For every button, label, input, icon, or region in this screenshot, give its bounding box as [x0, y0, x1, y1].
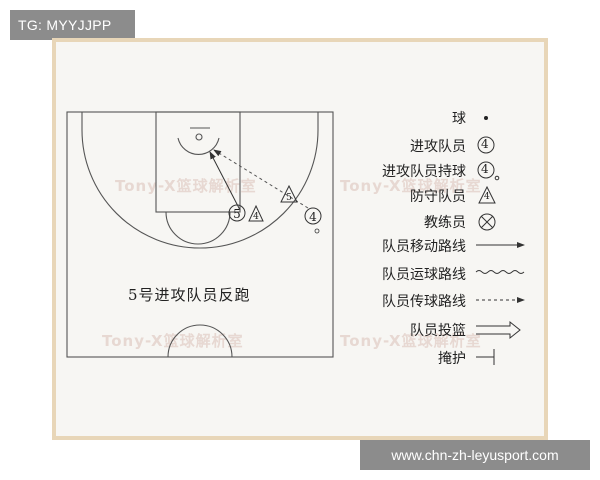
legend-attacker-ball-icon [477, 161, 495, 179]
legend-shot-label: 队员投篮 [410, 323, 466, 339]
legend-pass-label: 队员传球路线 [382, 294, 466, 310]
legend-dribble-label: 队员运球路线 [382, 267, 466, 283]
legend-defender-label: 防守队员 [410, 189, 466, 205]
legend-shot-arrow [476, 320, 521, 340]
legend-coach-cross [480, 215, 494, 229]
pass-path [213, 149, 309, 209]
legend-attacker-with-ball-label: 进攻队员持球 [382, 164, 466, 180]
legend-defender-symbol: 4 [484, 192, 490, 202]
attacker-4-number: 4 [309, 210, 317, 224]
defender-5-number: 4 [253, 212, 259, 222]
free-throw-circle [165, 211, 231, 245]
three-point-line [81, 112, 319, 249]
legend-coach-label: 教练员 [424, 215, 466, 231]
watermark: Tony-X篮球解析室 [115, 177, 257, 195]
paint-area [155, 111, 241, 213]
legend-ball-icon [484, 116, 488, 120]
legend-attacker-label: 进攻队员 [410, 136, 466, 156]
court-boundary [66, 111, 334, 358]
legend-attacker-text: 进攻队员 [410, 139, 466, 155]
attacker-4-marker [304, 207, 322, 225]
website-tag: www.chn-zh-leyusport.com [360, 440, 590, 470]
defender-5-marker [248, 204, 264, 222]
legend-coach-icon [478, 213, 496, 231]
legend-attacker-ball-symbol: 4 [481, 162, 489, 176]
legend-attacker-symbol: 4 [481, 137, 489, 151]
channel-tag: TG: MYYJJPP [10, 10, 135, 40]
legend-dribble-line [475, 270, 525, 274]
legend-defender-icon [478, 185, 496, 204]
legend-attacker-icon [477, 136, 495, 154]
attacker-5-number: 5 [233, 207, 241, 221]
move-path [209, 151, 241, 211]
legend-attacker-ball-dot [494, 175, 500, 181]
restricted-arc [177, 137, 220, 155]
legend-ball-label: 球 [452, 111, 466, 127]
defender-4-number: 5 [286, 193, 292, 203]
legend-screen-label: 掩护 [438, 351, 466, 367]
tactics-board [56, 42, 544, 436]
watermark: Tony-X篮球解析室 [340, 177, 482, 195]
rim [195, 133, 203, 141]
attacker-5-marker [228, 204, 246, 222]
ball-marker [314, 228, 320, 234]
watermark: Tony-X篮球解析室 [340, 332, 482, 350]
diagram-caption: 5号进攻队员反跑 [128, 286, 251, 304]
center-circle [167, 324, 233, 358]
defender-4-marker [280, 184, 298, 203]
legend-move-label: 队员移动路线 [382, 239, 466, 255]
